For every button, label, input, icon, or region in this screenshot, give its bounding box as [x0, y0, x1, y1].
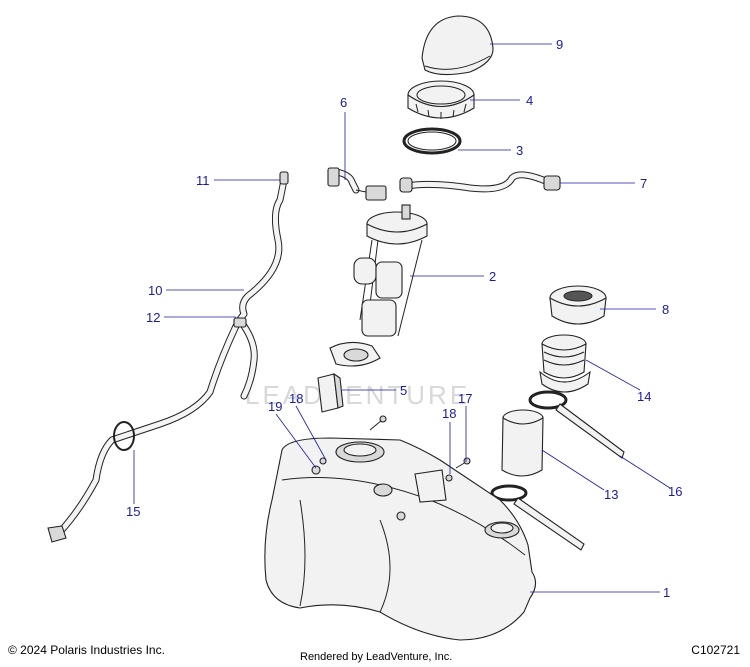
callout-16: 16 [668, 484, 682, 499]
part-14-filler-neck [539, 334, 591, 393]
fastener-bolts [319, 415, 471, 482]
callout-6: 6 [340, 95, 347, 110]
callout-15: 15 [126, 504, 140, 519]
catalog-code: C102721 [691, 643, 740, 657]
callout-19: 19 [268, 399, 282, 414]
lower-clamp-strap [490, 484, 585, 551]
callout-7: 7 [640, 176, 647, 191]
callout-12: 12 [146, 310, 160, 325]
callout-13: 13 [604, 487, 618, 502]
part-4-lock-ring [407, 80, 475, 119]
part-6-wire-harness [327, 167, 387, 201]
part-7-vent-hose [399, 171, 561, 193]
callout-18b: 18 [442, 406, 456, 421]
callout-10: 10 [148, 283, 162, 298]
callout-9: 9 [556, 37, 563, 52]
part-10-15-vent-hoses [47, 171, 289, 543]
callout-3: 3 [516, 143, 523, 158]
part-13-filler-hose [501, 409, 544, 477]
copyright-text: © 2024 Polaris Industries Inc. [8, 643, 165, 657]
part-3-seal [402, 127, 462, 155]
callout-14: 14 [637, 389, 651, 404]
callout-2: 2 [489, 269, 496, 284]
part-1-fuel-tank [264, 437, 537, 641]
callout-18a: 18 [289, 391, 303, 406]
rendered-by-text: Rendered by LeadVenture, Inc. [300, 651, 453, 663]
part-8-filler-cap [549, 285, 607, 325]
leader-lines [133, 43, 671, 593]
callout-8: 8 [662, 302, 669, 317]
callout-1: 1 [663, 585, 670, 600]
callout-4: 4 [526, 93, 533, 108]
callout-5: 5 [400, 383, 407, 398]
callout-labels: 9 4 3 6 7 11 2 10 8 12 5 14 19 18 18 17 … [126, 37, 682, 600]
part-9-cover-cap [421, 15, 494, 76]
callout-17: 17 [458, 391, 472, 406]
part-5-bracket [317, 372, 344, 413]
part-16-clamp-strap [528, 390, 625, 459]
watermark: LEADVENTURE [245, 380, 470, 410]
callout-11: 11 [196, 173, 210, 188]
part-2-fuel-pump-module [329, 204, 428, 367]
